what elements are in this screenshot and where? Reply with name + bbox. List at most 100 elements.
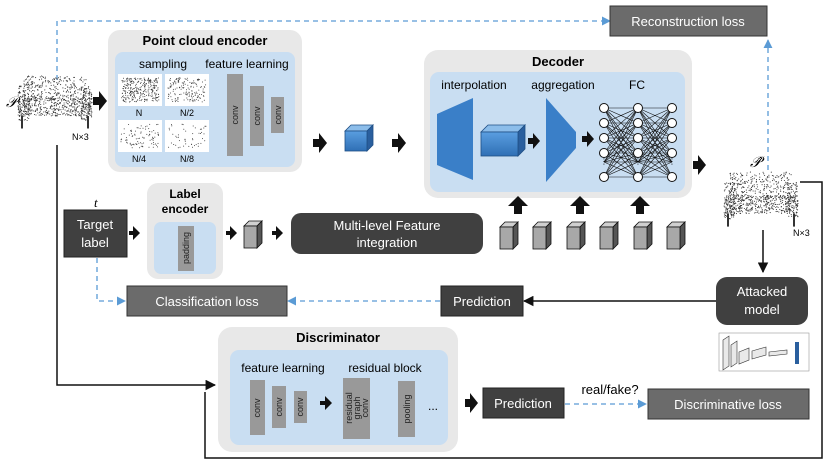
cloud-point xyxy=(729,207,731,209)
cloud-point xyxy=(54,91,56,93)
cloud-point xyxy=(67,100,69,102)
cloud-point xyxy=(759,197,762,199)
sample-point xyxy=(195,144,197,146)
cloud-point xyxy=(88,106,90,109)
fc-edge xyxy=(603,137,639,178)
fc-node xyxy=(667,103,677,113)
sample-point xyxy=(156,78,158,79)
fc-node xyxy=(633,118,643,128)
cloud-point xyxy=(39,112,41,114)
cloud-point xyxy=(83,79,85,81)
cloud-point xyxy=(68,114,70,116)
sample-point xyxy=(126,79,128,81)
attacked-model-box xyxy=(716,277,808,325)
fc-network: ⋮⋮⋮ xyxy=(599,103,677,182)
cloud-point xyxy=(746,196,748,199)
cloud-point xyxy=(69,109,72,111)
cloud-point xyxy=(742,182,744,184)
cloud-point xyxy=(63,112,65,114)
cloud-point xyxy=(38,114,40,116)
sample-point xyxy=(186,77,188,79)
sample-point xyxy=(132,82,134,84)
fc-node xyxy=(667,118,677,128)
cloud-point xyxy=(71,86,74,88)
residual-text-2: graph xyxy=(352,396,362,419)
sample-point xyxy=(150,82,152,84)
cloud-point xyxy=(737,185,739,187)
sample-point xyxy=(155,98,157,100)
sample-point xyxy=(140,81,142,83)
reconstruction-loss-box xyxy=(609,5,768,37)
sample-point xyxy=(197,95,199,97)
cloud-point xyxy=(739,210,741,212)
sample-point xyxy=(181,123,183,125)
cloud-point xyxy=(88,94,90,96)
cloud-point xyxy=(792,210,795,212)
cloud-point xyxy=(795,206,797,208)
cloud-point xyxy=(33,98,35,100)
sample-point xyxy=(171,124,172,126)
sample-point xyxy=(189,94,190,96)
cloud-point xyxy=(75,115,77,117)
sample-point xyxy=(153,87,155,89)
cloud-point xyxy=(86,98,88,100)
cloud-point xyxy=(723,212,725,214)
cloud-point xyxy=(759,181,762,183)
cloud-point xyxy=(785,192,787,194)
sample-point xyxy=(155,143,156,145)
cloud-point xyxy=(791,199,793,201)
cloud-point xyxy=(736,197,738,199)
cloud-point xyxy=(86,109,88,111)
sample-point xyxy=(137,90,139,92)
cloud-point xyxy=(74,114,76,117)
cloud-point xyxy=(18,115,20,117)
cloud-point xyxy=(750,198,752,200)
cloud-point xyxy=(766,196,768,198)
cloud-point xyxy=(64,104,66,106)
cloud-point xyxy=(729,205,731,207)
cloud-point xyxy=(88,86,90,88)
sample-point xyxy=(157,134,159,136)
sample-point xyxy=(176,87,178,89)
cloud-point xyxy=(53,104,55,106)
sample-point xyxy=(133,87,135,89)
cloud-point xyxy=(45,79,47,81)
cloud-point xyxy=(746,191,748,193)
sample-point xyxy=(175,83,177,85)
cloud-point xyxy=(41,96,43,98)
cloud-point xyxy=(81,115,83,117)
sample-point xyxy=(120,141,122,143)
sample-point xyxy=(178,140,180,142)
sample-point xyxy=(144,85,146,87)
cloud-point xyxy=(768,209,770,211)
cloud-point xyxy=(64,95,66,97)
cloud-point xyxy=(53,99,55,101)
sample-point xyxy=(184,139,186,141)
cloud-point xyxy=(792,212,795,214)
cloud-point xyxy=(751,208,754,210)
sample-point xyxy=(135,83,137,85)
cloud-point xyxy=(45,91,47,94)
cloud-point xyxy=(86,117,88,119)
cloud-point xyxy=(22,101,24,103)
feature-cube-side xyxy=(512,221,519,250)
sample-point xyxy=(148,94,150,96)
cloud-point xyxy=(70,105,72,107)
sample-point xyxy=(146,100,148,102)
cloud-point xyxy=(794,194,796,196)
cloud-point xyxy=(727,199,729,201)
cloud-point xyxy=(28,113,30,115)
cloud-point xyxy=(778,203,780,205)
fc-edge xyxy=(637,107,673,163)
cloud-point xyxy=(39,96,41,98)
classification-loss-box xyxy=(126,285,288,317)
cloud-point xyxy=(73,99,75,101)
cloud-point xyxy=(83,96,86,98)
sample-point xyxy=(152,89,154,91)
cloud-point xyxy=(730,188,732,190)
cloud-point xyxy=(764,174,766,176)
sample-point xyxy=(130,87,132,89)
sample-point xyxy=(175,81,177,83)
fc-node xyxy=(667,148,677,158)
cloud-point xyxy=(780,179,783,181)
